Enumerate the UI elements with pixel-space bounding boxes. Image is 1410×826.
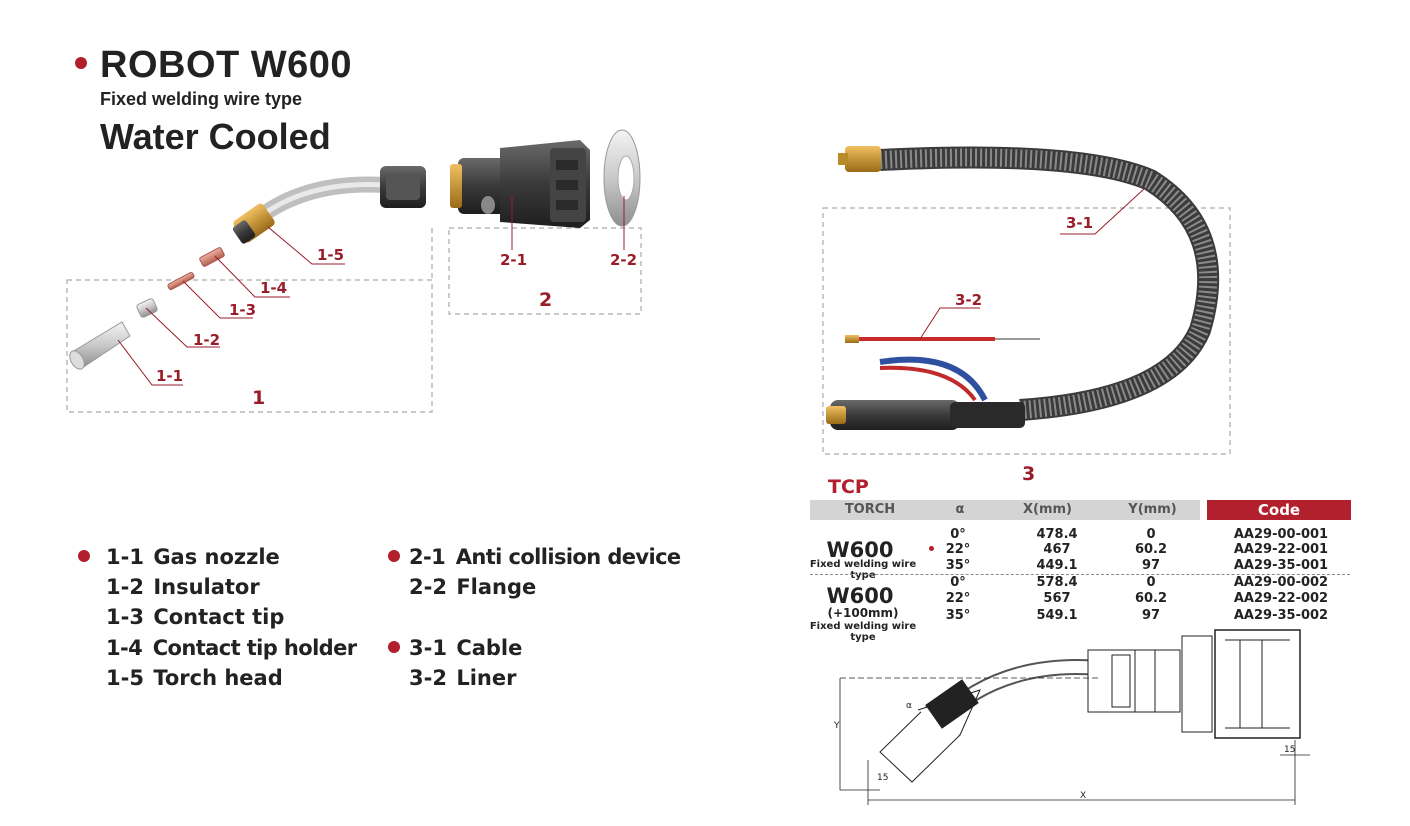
group-3-number: 3	[1022, 463, 1036, 485]
m2-y-1: 60.2	[1134, 591, 1168, 606]
m1-alpha-0: 0°	[950, 527, 966, 542]
m2-alpha-2: 35°	[945, 608, 971, 623]
m2-x-0: 578.4	[1036, 575, 1078, 590]
torch-head-part	[232, 166, 426, 244]
label-1-4: 1-4	[260, 279, 288, 297]
m2-x-1: 567	[1043, 591, 1071, 606]
legend-item-1-4: 1-4 Contact tip holder	[106, 636, 357, 660]
cooling-type: Water Cooled	[100, 116, 331, 157]
table-divider	[810, 574, 1350, 575]
legend-bullet-2	[388, 550, 400, 562]
m1-y-0: 0	[1146, 527, 1156, 542]
th-alpha: α	[930, 500, 990, 520]
model-2-variant: (+100mm)	[827, 606, 899, 620]
m2-code-0: AA29-00-002	[1233, 575, 1329, 590]
dim-15b-label: 15	[1284, 745, 1295, 755]
label-2-2: 2-2	[610, 251, 638, 269]
group-2-number: 2	[539, 289, 553, 311]
th-y: Y(mm)	[1105, 500, 1200, 520]
legend-item-2-1: 2-1 Anti collision device	[409, 545, 681, 569]
m2-code-1: AA29-22-002	[1233, 591, 1329, 606]
liner-part	[845, 335, 1040, 343]
m2-y-2: 97	[1141, 608, 1161, 623]
group-3-box	[822, 207, 1231, 455]
legend-item-3-1: 3-1 Cable	[409, 636, 523, 660]
dim-x-label: X	[1080, 791, 1086, 801]
m1-alpha-2: 35°	[945, 558, 971, 573]
label-3-1: 3-1	[1066, 214, 1094, 232]
legend-item-1-2: 1-2 Insulator	[106, 575, 260, 599]
m1-code-0: AA29-00-001	[1233, 527, 1329, 542]
group-1-box	[66, 279, 433, 413]
th-x: X(mm)	[990, 500, 1105, 520]
m2-x-2: 549.1	[1036, 608, 1078, 623]
tcp-title: TCP	[828, 476, 869, 498]
contact-tip-part	[167, 271, 195, 291]
th-torch: TORCH	[810, 500, 930, 520]
label-3-2: 3-2	[955, 291, 983, 309]
m2-y-0: 0	[1146, 575, 1156, 590]
flange-part	[603, 129, 641, 227]
cable-part	[826, 146, 1220, 430]
insulator-part	[136, 298, 158, 318]
title-bullet	[75, 57, 87, 69]
m1-x-2: 449.1	[1036, 558, 1078, 573]
anti-collision-device-part	[450, 140, 590, 228]
model-2-type: Fixed welding wire type	[809, 621, 917, 643]
m1-code-1: AA29-22-001	[1233, 542, 1329, 557]
model-2-name: W600	[826, 584, 894, 608]
legend-bullet-1	[78, 550, 90, 562]
model-1-type: Fixed welding wire type	[809, 559, 917, 581]
model-1-marker	[929, 546, 934, 551]
group-2-box	[448, 227, 642, 315]
m2-alpha-1: 22°	[945, 591, 971, 606]
dim-y-label: Y	[833, 721, 840, 731]
gas-nozzle-part	[69, 321, 131, 370]
m2-code-2: AA29-35-002	[1233, 608, 1329, 623]
legend-item-1-3: 1-3 Contact tip	[106, 605, 285, 629]
m1-code-2: AA29-35-001	[1233, 558, 1329, 573]
legend-item-3-2: 3-2 Liner	[409, 666, 517, 690]
product-subtitle: Fixed welding wire type	[100, 89, 303, 109]
legend-item-1-1: 1-1 Gas nozzle	[106, 545, 280, 569]
m1-x-0: 478.4	[1036, 527, 1078, 542]
legend-item-1-5: 1-5 Torch head	[106, 666, 283, 690]
m1-y-1: 60.2	[1134, 542, 1168, 557]
m1-x-1: 467	[1043, 542, 1071, 557]
m1-y-2: 97	[1141, 558, 1161, 573]
model-1-name: W600	[826, 538, 894, 562]
dim-15a-label: 15	[877, 773, 888, 783]
label-1-3: 1-3	[229, 301, 257, 319]
label-1-5: 1-5	[317, 246, 345, 264]
m2-alpha-0: 0°	[950, 575, 966, 590]
legend-bullet-3	[388, 641, 400, 653]
contact-tip-holder-part	[199, 247, 225, 267]
label-2-1: 2-1	[500, 251, 528, 269]
m1-alpha-1: 22°	[945, 542, 971, 557]
product-title: ROBOT W600	[100, 44, 353, 86]
label-1-2: 1-2	[193, 331, 221, 349]
group-1-number: 1	[252, 387, 266, 409]
th-code: Code	[1207, 500, 1351, 520]
leader-lines	[117, 187, 1146, 386]
dim-alpha-label: α	[906, 701, 912, 711]
dimension-drawing	[839, 629, 1310, 805]
label-1-1: 1-1	[156, 367, 184, 385]
legend-item-2-2: 2-2 Flange	[409, 575, 537, 599]
